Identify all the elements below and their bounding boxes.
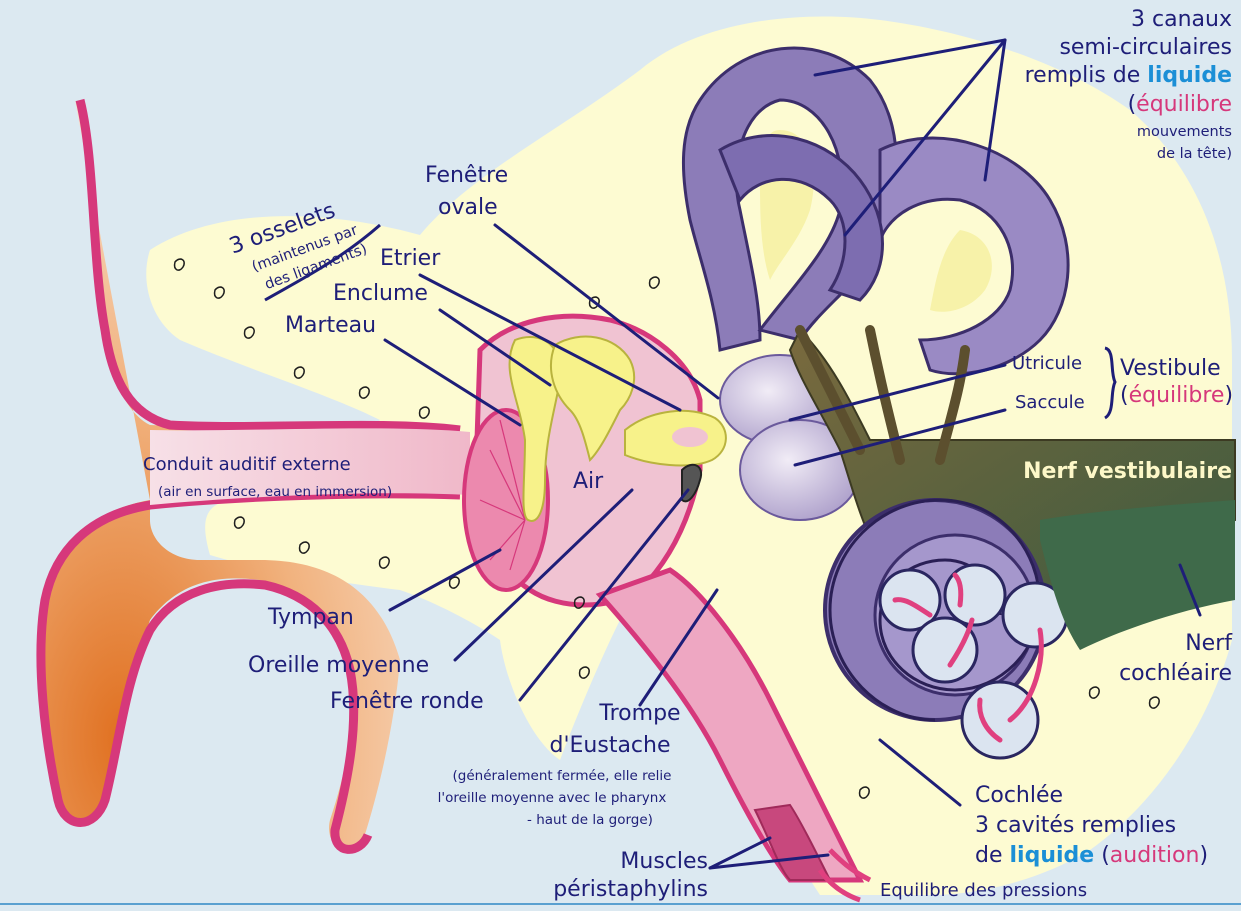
svg-text:mouvements: mouvements xyxy=(1137,124,1232,140)
label-vestibule: Vestibule xyxy=(1120,356,1221,381)
canaux-line-3: remplis de xyxy=(1025,63,1148,88)
svg-text:(équilibre): (équilibre) xyxy=(1120,383,1233,408)
label-trompe-5: - haut de la gorge) xyxy=(527,812,653,828)
svg-text:de la tête): de la tête) xyxy=(1157,146,1232,162)
label-saccule: Saccule xyxy=(1015,392,1085,413)
label-cochlee-1: Cochlée xyxy=(975,783,1063,808)
label-etrier: Etrier xyxy=(380,246,441,271)
svg-text:3 canaux: 3 canaux xyxy=(1131,7,1232,32)
svg-text:de liquide (audition): de liquide (audition) xyxy=(975,843,1208,868)
label-muscles-1: Muscles xyxy=(620,849,708,874)
label-trompe-1: Trompe xyxy=(598,701,680,726)
label-fenetre-ovale-2: ovale xyxy=(438,195,498,220)
label-oreille-moyenne: Oreille moyenne xyxy=(248,653,429,678)
label-trompe-4: l'oreille moyenne avec le pharynx xyxy=(438,790,667,806)
vestibule-close: ) xyxy=(1224,383,1233,408)
canaux-liquide: liquide xyxy=(1147,63,1232,88)
label-fenetre-ovale-1: Fenêtre xyxy=(425,163,508,188)
svg-text:(équilibre: (équilibre xyxy=(1128,92,1232,117)
label-nerf-vestibulaire: Nerf vestibulaire xyxy=(1023,459,1232,484)
cochlee-open: ( xyxy=(1094,843,1110,868)
canaux-equilibre: équilibre xyxy=(1136,92,1232,117)
cochlee-liquide: liquide xyxy=(1010,843,1095,868)
cochlee-audition: audition xyxy=(1110,843,1200,868)
label-conduit-1: Conduit auditif externe xyxy=(143,454,351,475)
canaux-line-1: 3 canaux xyxy=(1131,7,1232,32)
label-nerf-cochleaire-2: cochléaire xyxy=(1119,661,1232,686)
label-enclume: Enclume xyxy=(333,281,428,306)
label-utricule: Utricule xyxy=(1012,353,1082,374)
canaux-line-5: mouvements xyxy=(1137,124,1232,140)
canaux-line-2: semi-circulaires xyxy=(1059,35,1232,60)
label-muscles-2: péristaphylins xyxy=(553,877,708,902)
cochlee-line-3-pre: de xyxy=(975,843,1010,868)
label-trompe-2: d'Eustache xyxy=(550,733,671,758)
label-air: Air xyxy=(573,469,604,494)
svg-text:semi-circulaires: semi-circulaires xyxy=(1059,35,1232,60)
vestibule-equilibre: équilibre xyxy=(1129,383,1225,408)
label-conduit-2: (air en surface, eau en immersion) xyxy=(158,484,392,500)
label-equilibre-pressions: Equilibre des pressions xyxy=(880,880,1087,901)
canaux-line-6: de la tête) xyxy=(1157,146,1232,162)
etrier-footplate xyxy=(672,427,708,447)
label-nerf-cochleaire-1: Nerf xyxy=(1185,631,1233,656)
label-tympan: Tympan xyxy=(267,605,354,630)
svg-text:remplis de liquide: remplis de liquide xyxy=(1025,63,1232,88)
vestibule-open: ( xyxy=(1120,383,1129,408)
cochlee-close: ) xyxy=(1199,843,1208,868)
label-fenetre-ronde: Fenêtre ronde xyxy=(330,689,484,714)
label-trompe-3: (généralement fermée, elle relie xyxy=(453,768,672,784)
canaux-open-paren: ( xyxy=(1128,92,1137,117)
label-cochlee-2: 3 cavités remplies xyxy=(975,813,1176,838)
label-marteau: Marteau xyxy=(285,313,376,338)
